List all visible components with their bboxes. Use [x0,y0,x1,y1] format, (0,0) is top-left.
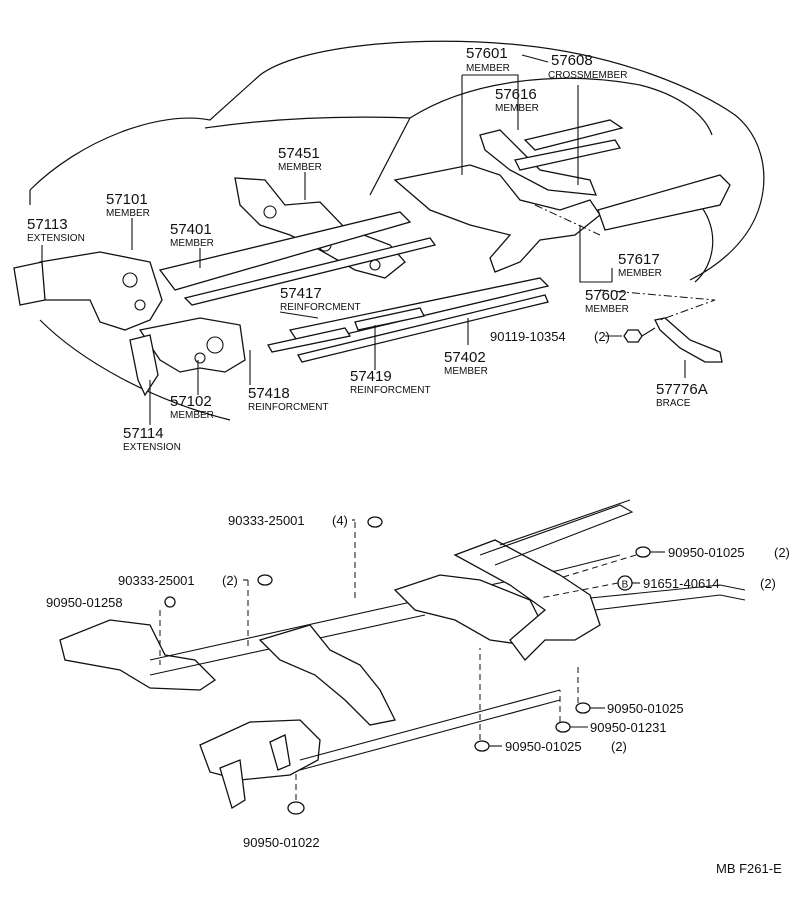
crossmember-57451 [234,177,406,279]
callout-57402: 57402 MEMBER [444,349,488,377]
callout-90950-01231: 90950-01231 [590,720,667,735]
part-number: 57616 [495,86,537,103]
upper-leader-lines [41,54,716,425]
part-number: 57419 [350,368,392,385]
callout-57419: 57419 REINFORCMENT [350,368,431,396]
part-number: 57776A [656,381,708,398]
lower-fasteners: B [164,516,651,815]
callout-90333-25001-4: 90333-25001 (4) [228,513,348,528]
part-name: REINFORCMENT [248,402,329,413]
part-name: EXTENSION [27,233,85,244]
part-number: 57451 [278,145,320,162]
part-number: 57402 [444,349,486,366]
part-qty: (2) [222,573,238,588]
callout-57616: 57616 MEMBER [495,86,539,114]
part-number: 90950-01025 [607,701,684,716]
callout-57114: 57114 EXTENSION [123,425,181,453]
part-name: MEMBER [444,366,488,377]
marker-b: B [622,580,629,591]
front-right-member-57102 [129,317,246,397]
part-number: 57601 [466,45,508,62]
reinforcement-57418 [266,327,352,353]
part-name: MEMBER [495,103,539,114]
callout-57418: 57418 REINFORCMENT [248,385,329,413]
callout-57102: 57102 MEMBER [170,393,214,421]
part-name: MEMBER [466,63,510,74]
part-number: 90333-25001 [228,513,305,528]
callout-57602: 57602 MEMBER [585,287,629,315]
part-name: CROSSMEMBER [548,70,627,81]
side-member-57402 [288,277,550,363]
part-qty: (2) [774,545,790,560]
part-number: 91651-40614 [643,576,720,591]
part-number: 90950-01022 [243,835,320,850]
part-number: 57608 [551,52,593,69]
part-name: EXTENSION [123,442,181,453]
part-number: 90950-01231 [590,720,667,735]
part-name: MEMBER [170,238,214,249]
callout-57617: 57617 MEMBER [618,251,662,279]
part-qty: (2) [611,739,627,754]
part-number: 90950-01025 [668,545,745,560]
callout-91651-40614: 91651-40614 (2) [643,576,776,591]
part-number: 57617 [618,251,660,268]
callout-90950-01258: 90950-01258 [46,595,123,610]
part-number: 57113 [27,216,68,233]
part-name: REINFORCMENT [350,385,431,396]
part-name: REINFORCMENT [280,302,361,313]
part-number: 57602 [585,287,627,304]
rear-member-57616 [514,139,622,171]
callout-57601: 57601 MEMBER [466,45,510,74]
part-qty: (2) [594,329,610,344]
part-name: MEMBER [106,208,150,219]
part-number: 57101 [106,191,148,208]
part-number: 57401 [170,221,212,238]
part-number: 57418 [248,385,290,402]
part-qty: (2) [760,576,776,591]
callout-57451: 57451 MEMBER [278,145,322,173]
callout-57101: 57101 MEMBER [106,191,150,219]
reinforcement-57419 [354,307,425,331]
crossmember-57608 [523,119,624,151]
callout-bolt: 90119-10354 (2) [490,329,610,344]
callout-57776A: 57776A BRACE [656,381,708,409]
car-body-outline [29,40,765,421]
diagram-id: MB F261-E [716,861,782,876]
part-name: MEMBER [618,268,662,279]
callout-57113: 57113 EXTENSION [27,216,85,244]
front-left-member-57101 [13,251,163,331]
part-name: BRACE [656,398,691,409]
part-name: MEMBER [170,410,214,421]
callout-90333-25001-2: 90333-25001 (2) [118,573,238,588]
part-number: 57417 [280,285,322,302]
callout-90950-01022: 90950-01022 [243,835,320,850]
part-number: 90950-01258 [46,595,123,610]
brace-57776A [654,317,723,363]
part-number: 90333-25001 [118,573,195,588]
callout-90950-01025-c: 90950-01025 (2) [505,739,627,754]
rear-frame-57601 [393,129,601,273]
callout-57417: 57417 REINFORCMENT [280,285,361,313]
side-member-57401 [158,211,437,306]
part-number: 90119-10354 [490,329,566,344]
callout-90950-01025-a: 90950-01025 (2) [668,545,790,560]
bolt-90119-10354 [623,327,656,343]
rear-member-57617 [597,174,731,231]
part-number: 57114 [123,425,164,442]
assembled-frame [59,499,746,809]
callout-57401: 57401 MEMBER [170,221,214,249]
part-name: MEMBER [278,162,322,173]
part-qty: (4) [332,513,348,528]
part-number: 90950-01025 [505,739,582,754]
callout-90950-01025-b: 90950-01025 [607,701,684,716]
callout-57608: 57608 CROSSMEMBER [548,52,627,81]
part-name: MEMBER [585,304,629,315]
lower-leader-lines [159,519,665,800]
part-number: 57102 [170,393,212,410]
